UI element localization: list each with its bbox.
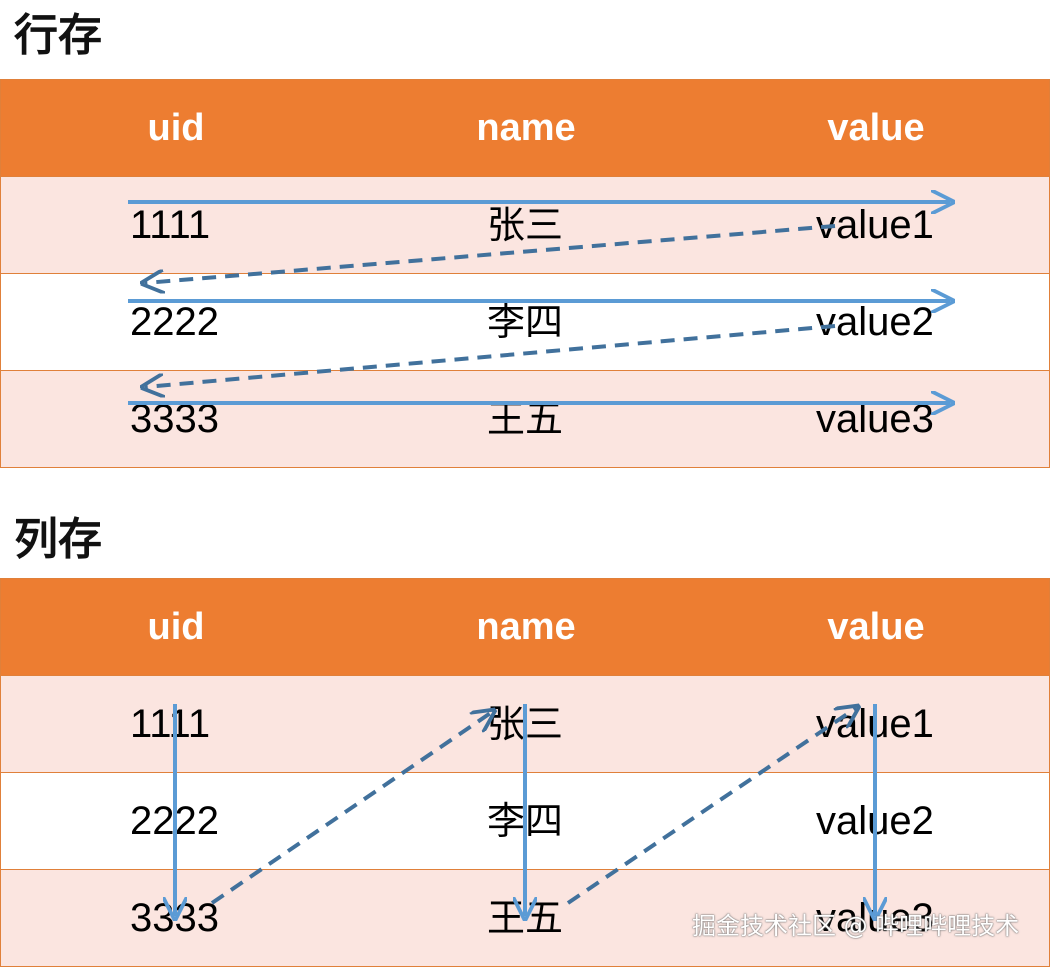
cell-value: value2 bbox=[816, 300, 934, 344]
cell-value: value3 bbox=[816, 397, 934, 441]
table-header: uid name value bbox=[1, 80, 1049, 176]
cell-uid: 3333 bbox=[130, 397, 219, 441]
row-store-title: 行存 bbox=[14, 10, 102, 61]
cell-uid: 3333 bbox=[130, 896, 219, 940]
cell-value: value1 bbox=[816, 702, 934, 746]
cell-uid: 1111 bbox=[130, 203, 211, 247]
watermark: 掘金技术社区 @ 哔哩哔哩技术 bbox=[692, 912, 1020, 940]
header-name: name bbox=[476, 107, 576, 149]
table-row: 1111 张三 value1 bbox=[1, 675, 1049, 772]
cell-name: 王五 bbox=[487, 397, 564, 441]
table-row: 2222 李四 value2 bbox=[1, 772, 1049, 869]
table-row: 1111 张三 value1 bbox=[1, 176, 1049, 273]
cell-uid: 2222 bbox=[130, 799, 219, 843]
cell-name: 张三 bbox=[487, 203, 564, 247]
cell-value: value1 bbox=[816, 203, 934, 247]
cell-name: 李四 bbox=[487, 300, 564, 344]
cell-name: 张三 bbox=[487, 702, 564, 746]
header-name: name bbox=[476, 606, 576, 648]
header-value: value bbox=[827, 107, 925, 149]
cell-name: 李四 bbox=[487, 799, 564, 843]
column-store-title: 列存 bbox=[14, 514, 102, 565]
table-row: 2222 李四 value2 bbox=[1, 273, 1049, 370]
cell-uid: 2222 bbox=[130, 300, 219, 344]
table-row: 3333 王五 value3 bbox=[1, 370, 1049, 467]
row-store-table: uid name value 1111 张三 value1 2222 李四 va… bbox=[0, 79, 1050, 468]
cell-uid: 1111 bbox=[130, 702, 211, 746]
header-uid: uid bbox=[147, 107, 205, 149]
cell-value: value2 bbox=[816, 799, 934, 843]
header-value: value bbox=[827, 606, 925, 648]
header-uid: uid bbox=[147, 606, 205, 648]
cell-name: 王五 bbox=[487, 896, 564, 940]
table-header: uid name value bbox=[1, 579, 1049, 675]
